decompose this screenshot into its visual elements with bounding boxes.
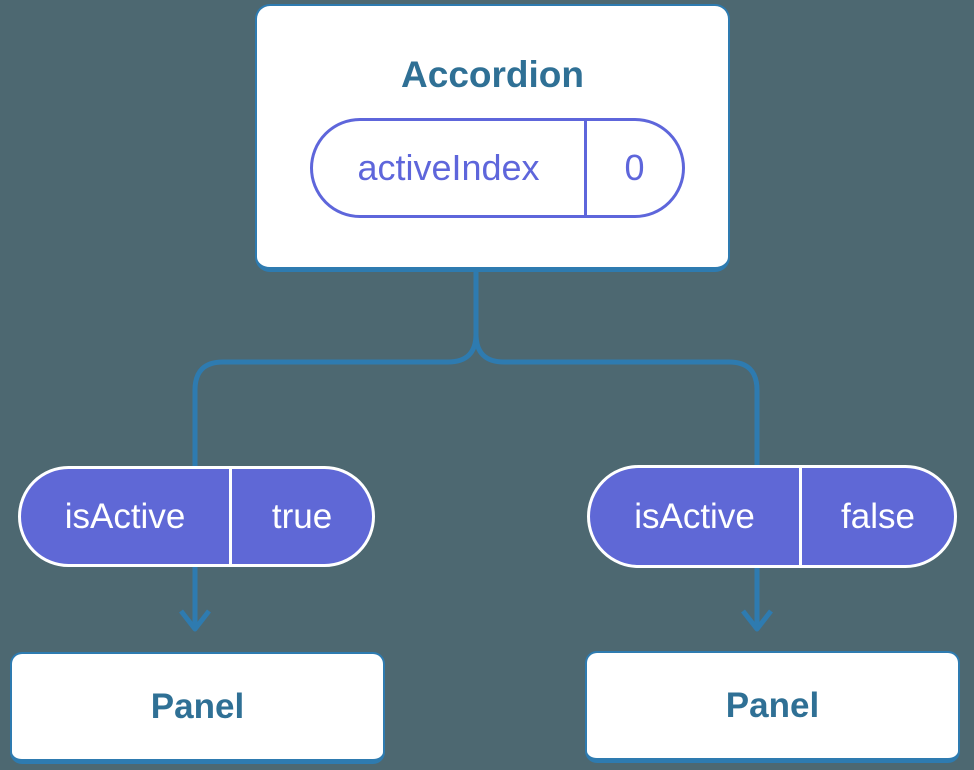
state-pill: activeIndex 0 <box>310 118 685 218</box>
connector-left-branch <box>192 270 479 466</box>
prop-pill-right: isActive false <box>587 465 957 568</box>
prop-value: false <box>841 496 915 536</box>
connector-right-branch <box>473 270 760 466</box>
prop-name: isActive <box>21 469 232 564</box>
panel-title: Panel <box>150 686 245 726</box>
prop-name: isActive <box>590 468 802 565</box>
state-value: 0 <box>624 147 645 188</box>
prop-value: true <box>271 496 333 536</box>
panel-card-left: Panel <box>10 652 385 764</box>
arrow-down-icon <box>741 568 773 632</box>
arrow-down-icon <box>179 566 211 632</box>
prop-pill-left: isActive true <box>18 466 375 567</box>
panel-card-right: Panel <box>585 651 960 763</box>
accordion-card: Accordion activeIndex 0 <box>255 4 730 272</box>
panel-title: Panel <box>725 685 820 725</box>
state-name: activeIndex <box>313 121 587 215</box>
accordion-title: Accordion <box>401 54 584 95</box>
